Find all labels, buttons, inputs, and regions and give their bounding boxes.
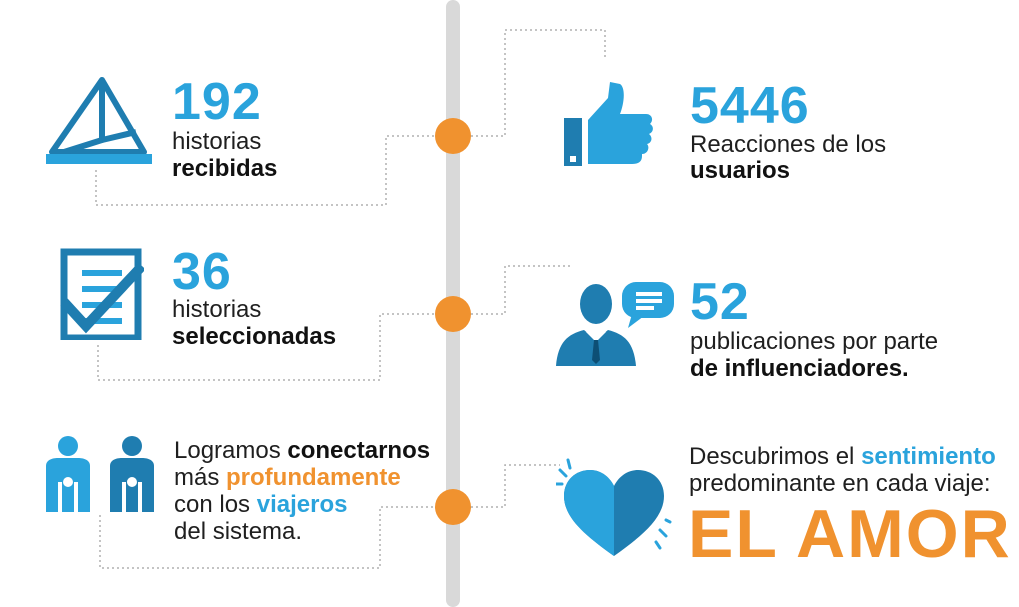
envelope-icon <box>44 74 154 166</box>
stat-value: 5446 <box>690 77 810 135</box>
heart-icon <box>554 456 672 560</box>
feeling-headline: EL AMOR <box>688 496 1012 572</box>
thumbs-up-icon <box>562 80 654 170</box>
stat-label: Reacciones de los <box>690 131 887 158</box>
timeline-dot <box>435 489 471 525</box>
stat-label-bold: seleccionadas <box>172 323 337 350</box>
stat-label: publicaciones por parte <box>690 328 939 355</box>
feeling-line-2: predominante en cada viaje: <box>689 470 991 497</box>
stat-label-bold: de influenciadores. <box>690 355 909 382</box>
connect-line-3: con los viajeros <box>174 491 348 518</box>
timeline-dot <box>435 118 471 154</box>
connect-line-4: del sistema. <box>174 518 303 545</box>
travelers-icon <box>44 436 156 514</box>
timeline-dot <box>435 296 471 332</box>
stat-label: historias <box>172 128 262 155</box>
connect-text: Logramos conectarnos más profundamente c… <box>174 437 430 545</box>
stat-label: historias <box>172 296 262 323</box>
stat-value: 52 <box>690 273 750 331</box>
connect-line-2: más profundamente <box>174 464 401 491</box>
stat-value: 36 <box>172 243 232 301</box>
stat-value: 192 <box>172 73 262 131</box>
checklist-icon <box>58 248 146 342</box>
stat-label-bold: usuarios <box>690 157 791 184</box>
stat-label-bold: recibidas <box>172 155 278 182</box>
feeling-text: Descubrimos el sentimiento predominante … <box>689 443 996 497</box>
feeling-line-1: Descubrimos el sentimiento <box>689 443 996 470</box>
influencer-icon <box>554 276 680 368</box>
connect-line-1: Logramos conectarnos <box>174 437 431 464</box>
